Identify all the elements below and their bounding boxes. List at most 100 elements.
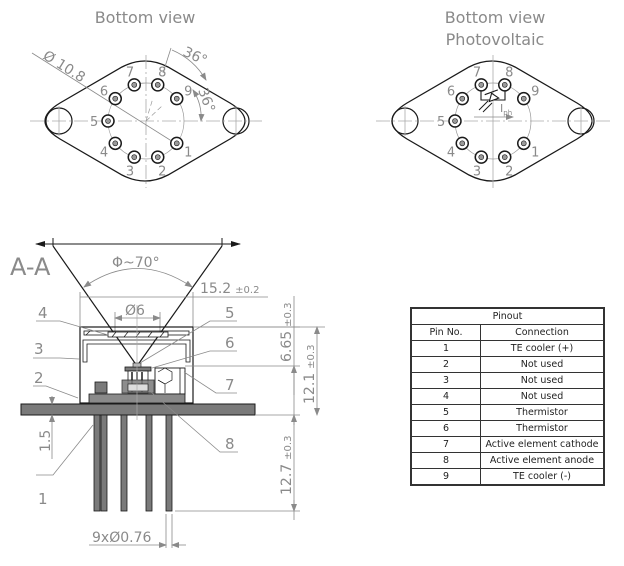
pin-label-4: 4 bbox=[100, 146, 108, 161]
pin-label-2: 2 bbox=[158, 164, 166, 179]
pin-4-core bbox=[459, 140, 466, 147]
pin-number-cell: 8 bbox=[410, 452, 481, 469]
bottom-view-title: Bottom view bbox=[94, 8, 196, 27]
pin-7-core bbox=[478, 82, 485, 88]
pin-number-cell: 1 bbox=[410, 340, 481, 357]
pin-1-core bbox=[173, 140, 180, 147]
header-pin-no: Pin No. bbox=[410, 324, 481, 341]
section-label: A-A bbox=[10, 253, 51, 281]
pin-number-cell: 6 bbox=[410, 420, 481, 437]
callout-4: 4 bbox=[38, 304, 48, 322]
connection-cell: Active element cathode bbox=[480, 436, 605, 453]
pin-label-4: 4 bbox=[447, 146, 455, 161]
section-flange bbox=[20, 403, 256, 416]
pin-label-9: 9 bbox=[184, 84, 192, 99]
height-top-label: 6.65±0.3 bbox=[279, 303, 295, 362]
pin-number-cell: 5 bbox=[410, 404, 481, 421]
flange-outline bbox=[44, 60, 246, 182]
bottom-view: Ø 10.8 36° 36° 1 2 3 4 5 6 7 8 9 bbox=[30, 44, 262, 188]
pin-2-core bbox=[154, 154, 161, 160]
callout-5: 5 bbox=[225, 304, 235, 322]
pin-5-core bbox=[452, 118, 458, 124]
pin-5-core bbox=[105, 118, 111, 124]
pin-number-cell: 9 bbox=[410, 468, 481, 486]
connection-cell: TE cooler (-) bbox=[480, 468, 605, 486]
width-dim-label: 15.2±0.2 bbox=[200, 281, 259, 297]
pin-diameter-label: 9xØ0.76 bbox=[92, 530, 151, 546]
pin-number-cell: 4 bbox=[410, 388, 481, 405]
photodiode-symbol-icon bbox=[474, 86, 514, 120]
pin-label-8: 8 bbox=[158, 66, 166, 81]
pin-8-core bbox=[154, 82, 161, 88]
section-view: A-A Φ~70° 15.2±0.2 Ø6 bbox=[10, 238, 325, 548]
callout-6: 6 bbox=[225, 334, 235, 352]
pin-6-core bbox=[112, 95, 119, 102]
pin-2-core bbox=[501, 154, 508, 160]
pin-9-core bbox=[173, 95, 180, 102]
pin-7-core bbox=[131, 82, 138, 88]
pin-group-pv bbox=[448, 78, 531, 164]
connection-cell: Not used bbox=[480, 388, 605, 405]
callout-8: 8 bbox=[225, 435, 235, 453]
pin-label-group-pv: 1 2 3 4 5 6 7 8 9 bbox=[437, 66, 539, 180]
pin-label-9: 9 bbox=[531, 84, 539, 99]
pin-label-5: 5 bbox=[90, 115, 98, 130]
section-pins bbox=[93, 414, 173, 512]
pin-number-cell: 3 bbox=[410, 372, 481, 389]
pin-label-7: 7 bbox=[473, 66, 481, 81]
pin-1-core bbox=[520, 140, 527, 147]
fov-label: Φ~70° bbox=[112, 255, 160, 271]
angle-label-1: 36° bbox=[180, 44, 209, 69]
pin-label-3: 3 bbox=[126, 164, 134, 179]
header-connection: Connection bbox=[480, 324, 605, 341]
pin-number-cell: 7 bbox=[410, 436, 481, 453]
connection-cell: Not used bbox=[480, 356, 605, 373]
pin-6-core bbox=[459, 95, 466, 102]
pin-9-core bbox=[520, 95, 527, 102]
pin-label-3: 3 bbox=[473, 164, 481, 179]
pin-3-core bbox=[131, 154, 138, 160]
pin-number-cell: 2 bbox=[410, 356, 481, 373]
angle-label-2: 36° bbox=[194, 86, 218, 115]
pin-label-1: 1 bbox=[184, 146, 192, 161]
connection-cell: Thermistor bbox=[480, 404, 605, 421]
callout-7: 7 bbox=[225, 376, 235, 394]
pin-group bbox=[101, 78, 184, 164]
pin-length-label: 12.7±0.3 bbox=[279, 436, 295, 495]
window-diameter-label: Ø6 bbox=[125, 303, 145, 319]
height-body-label: 12.1±0.3 bbox=[302, 345, 318, 404]
photovoltaic-bottom-view: Iph 1 2 3 4 5 6 7 8 9 bbox=[376, 55, 610, 188]
pin-label-6: 6 bbox=[447, 84, 455, 99]
connection-cell: TE cooler (+) bbox=[480, 340, 605, 357]
diameter-label: Ø 10.8 bbox=[40, 48, 88, 86]
connection-cell: Active element anode bbox=[480, 452, 605, 469]
pin-4-core bbox=[112, 140, 119, 147]
callout-3: 3 bbox=[34, 340, 44, 358]
flange-thickness-label: 1.5 bbox=[38, 430, 54, 452]
current-label: Iph bbox=[500, 102, 512, 117]
pin-label-group: 1 2 3 4 5 6 7 8 9 bbox=[90, 66, 192, 180]
connection-cell: Thermistor bbox=[480, 420, 605, 437]
photovoltaic-view-title-line2: Photovoltaic bbox=[445, 30, 545, 49]
pin-8-core bbox=[501, 82, 508, 88]
photovoltaic-view-title-line1: Bottom view bbox=[444, 8, 546, 27]
pin-3-core bbox=[478, 154, 485, 160]
pin-label-2: 2 bbox=[505, 164, 513, 179]
pin-label-5: 5 bbox=[437, 115, 445, 130]
pin-label-1: 1 bbox=[531, 146, 539, 161]
callout-2: 2 bbox=[34, 369, 44, 387]
pin-label-6: 6 bbox=[100, 84, 108, 99]
callout-1: 1 bbox=[38, 490, 48, 508]
connection-cell: Not used bbox=[480, 372, 605, 389]
pin-label-7: 7 bbox=[126, 66, 134, 81]
pin-label-8: 8 bbox=[505, 66, 513, 81]
